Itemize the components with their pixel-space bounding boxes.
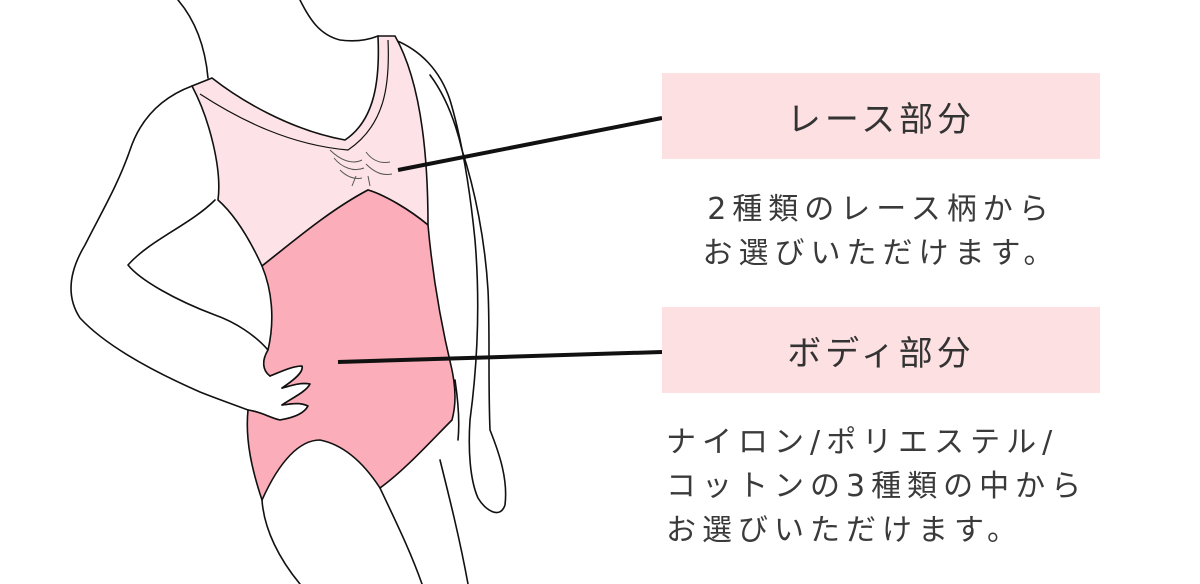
body-part-shape [246,189,456,501]
body-label-bg [662,307,1100,393]
body-desc-line-3: お選びいただけます。 [666,513,1023,548]
lace-label-bg [662,73,1100,159]
body-label: ボディ部分 [662,307,1100,393]
lace-desc-line-2: お選びいただけます。 [702,236,1060,271]
lace-label: レース部分 [662,73,1100,159]
lace-desc-line-1: 2種類のレース柄から [707,192,1055,227]
body-desc-line-2: コットンの3種類の中から [666,469,1088,504]
lace-gather-detail [329,149,393,187]
lace-pointer-line [397,116,663,172]
body-label-text: ボディ部分 [787,333,975,374]
body-desc-line-1: ナイロン/ポリエステル/ [666,425,1059,460]
body-pointer-line [337,350,663,364]
lace-description: 2種類のレース柄から お選びいただけます。 [662,188,1100,276]
lace-neckline [199,39,389,151]
lace-label-text: レース部分 [786,99,976,140]
body-description: ナイロン/ポリエステル/ コットンの3種類の中から お選びいただけます。 [666,421,1186,553]
